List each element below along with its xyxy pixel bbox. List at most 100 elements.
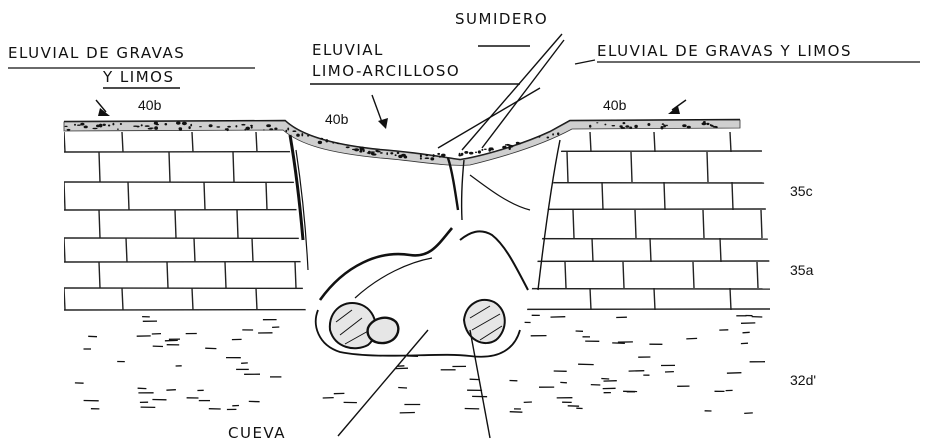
- gravel-grain: [661, 126, 664, 129]
- joint-line: [64, 132, 65, 152]
- gravel-grain: [251, 126, 253, 129]
- gravel-grain: [370, 151, 375, 152]
- label-sumidero: SUMIDERO: [455, 10, 548, 28]
- joint-line: [730, 288, 731, 310]
- label-right-eluvial: ELUVIAL DE GRAVAS Y LIMOS: [597, 42, 852, 60]
- gravel-grain: [420, 158, 422, 160]
- gravel-grain: [112, 123, 114, 126]
- gravel-grain: [395, 154, 397, 156]
- joint-line: [128, 182, 129, 210]
- gravel-grain: [380, 152, 383, 154]
- gravel-grain: [666, 125, 668, 127]
- joint-line: [650, 238, 651, 262]
- gravel-grain: [108, 125, 110, 127]
- joint-line: [204, 182, 205, 210]
- gravel-grain: [437, 153, 440, 155]
- gravel-grain: [372, 153, 377, 155]
- joint-line: [590, 288, 591, 310]
- gravel-grain: [269, 128, 273, 130]
- joint-line: [295, 262, 296, 288]
- joint-line: [635, 210, 636, 238]
- gravel-grain: [337, 143, 340, 144]
- gravel-grain: [227, 126, 231, 128]
- gravel-grain: [199, 126, 202, 127]
- gravel-grain: [287, 128, 289, 131]
- joint-line: [631, 152, 632, 182]
- joint-line: [654, 132, 655, 152]
- gravel-grain: [367, 152, 370, 153]
- gravel-grain: [430, 157, 434, 160]
- joint-line: [99, 210, 100, 238]
- gravel-grain: [433, 154, 435, 157]
- gravel-grain: [190, 124, 192, 127]
- gravel-grain: [425, 157, 430, 159]
- joint-line: [693, 262, 694, 288]
- gravel-grain: [320, 138, 323, 140]
- gravel-grain: [376, 151, 380, 153]
- joint-line: [126, 238, 127, 262]
- joint-line: [769, 152, 770, 182]
- gravel-grain: [301, 133, 303, 136]
- gravel-grain: [363, 149, 365, 152]
- gravel-grain: [481, 149, 483, 151]
- gravel-grain: [589, 125, 591, 128]
- unit-40b-left: 40b: [138, 97, 161, 113]
- joint-line: [757, 262, 758, 288]
- unit-35c: 35c: [790, 183, 813, 199]
- joint-line: [565, 262, 566, 288]
- joint-line: [169, 152, 170, 182]
- gravel-grain: [662, 123, 664, 125]
- gravel-grain: [74, 124, 76, 126]
- gravel-grain: [149, 128, 154, 129]
- label-left-eluvial-line2: Y LIMOS: [103, 68, 174, 86]
- gravel-grain: [65, 126, 68, 127]
- gravel-grain: [285, 130, 287, 133]
- gravel-grain: [145, 125, 150, 127]
- gravel-grain: [604, 124, 606, 126]
- joint-line: [256, 132, 257, 152]
- joint-line: [592, 238, 593, 262]
- joint-line: [225, 262, 226, 288]
- gravel-grain: [621, 127, 625, 129]
- joint-line: [590, 132, 591, 152]
- gravel-grain: [226, 128, 228, 131]
- sediment-dash: [744, 413, 753, 414]
- gravel-grain: [141, 124, 143, 126]
- gravel-grain: [715, 127, 717, 129]
- gravel-grain: [505, 144, 507, 146]
- sediment-dash: [686, 338, 697, 339]
- gravel-grain: [332, 142, 334, 144]
- joint-line: [654, 288, 655, 310]
- gravel-grain: [235, 125, 237, 127]
- gravel-grain: [634, 125, 638, 128]
- gravel-grain: [154, 122, 158, 125]
- sediment-dash: [166, 390, 176, 391]
- gravel-grain: [318, 141, 322, 144]
- joint-line: [175, 210, 176, 238]
- gravel-grain: [629, 127, 632, 129]
- gravel-grain: [596, 122, 598, 123]
- sediment-dash: [727, 373, 742, 374]
- joint-line: [99, 262, 100, 288]
- gravel-grain: [176, 121, 181, 125]
- joint-line: [256, 288, 257, 310]
- gravel-grain: [706, 123, 709, 125]
- sediment-dash: [398, 388, 407, 389]
- gravel-grain: [209, 124, 213, 127]
- joint-line: [192, 288, 193, 310]
- gravel-grain: [325, 139, 328, 142]
- joint-line: [730, 132, 731, 152]
- gravel-grain: [478, 150, 481, 153]
- joint-line: [703, 210, 704, 238]
- gravel-grain: [682, 124, 686, 127]
- gravel-grain: [420, 154, 422, 157]
- joint-line: [122, 288, 123, 310]
- gravel-grain: [99, 124, 102, 128]
- gravel-grain: [154, 126, 158, 130]
- joint-line: [237, 210, 238, 238]
- gravel-grain: [241, 124, 245, 126]
- label-center-eluvial-line2: LIMO-ARCILLOSO: [312, 62, 460, 80]
- gravel-grain: [165, 123, 168, 125]
